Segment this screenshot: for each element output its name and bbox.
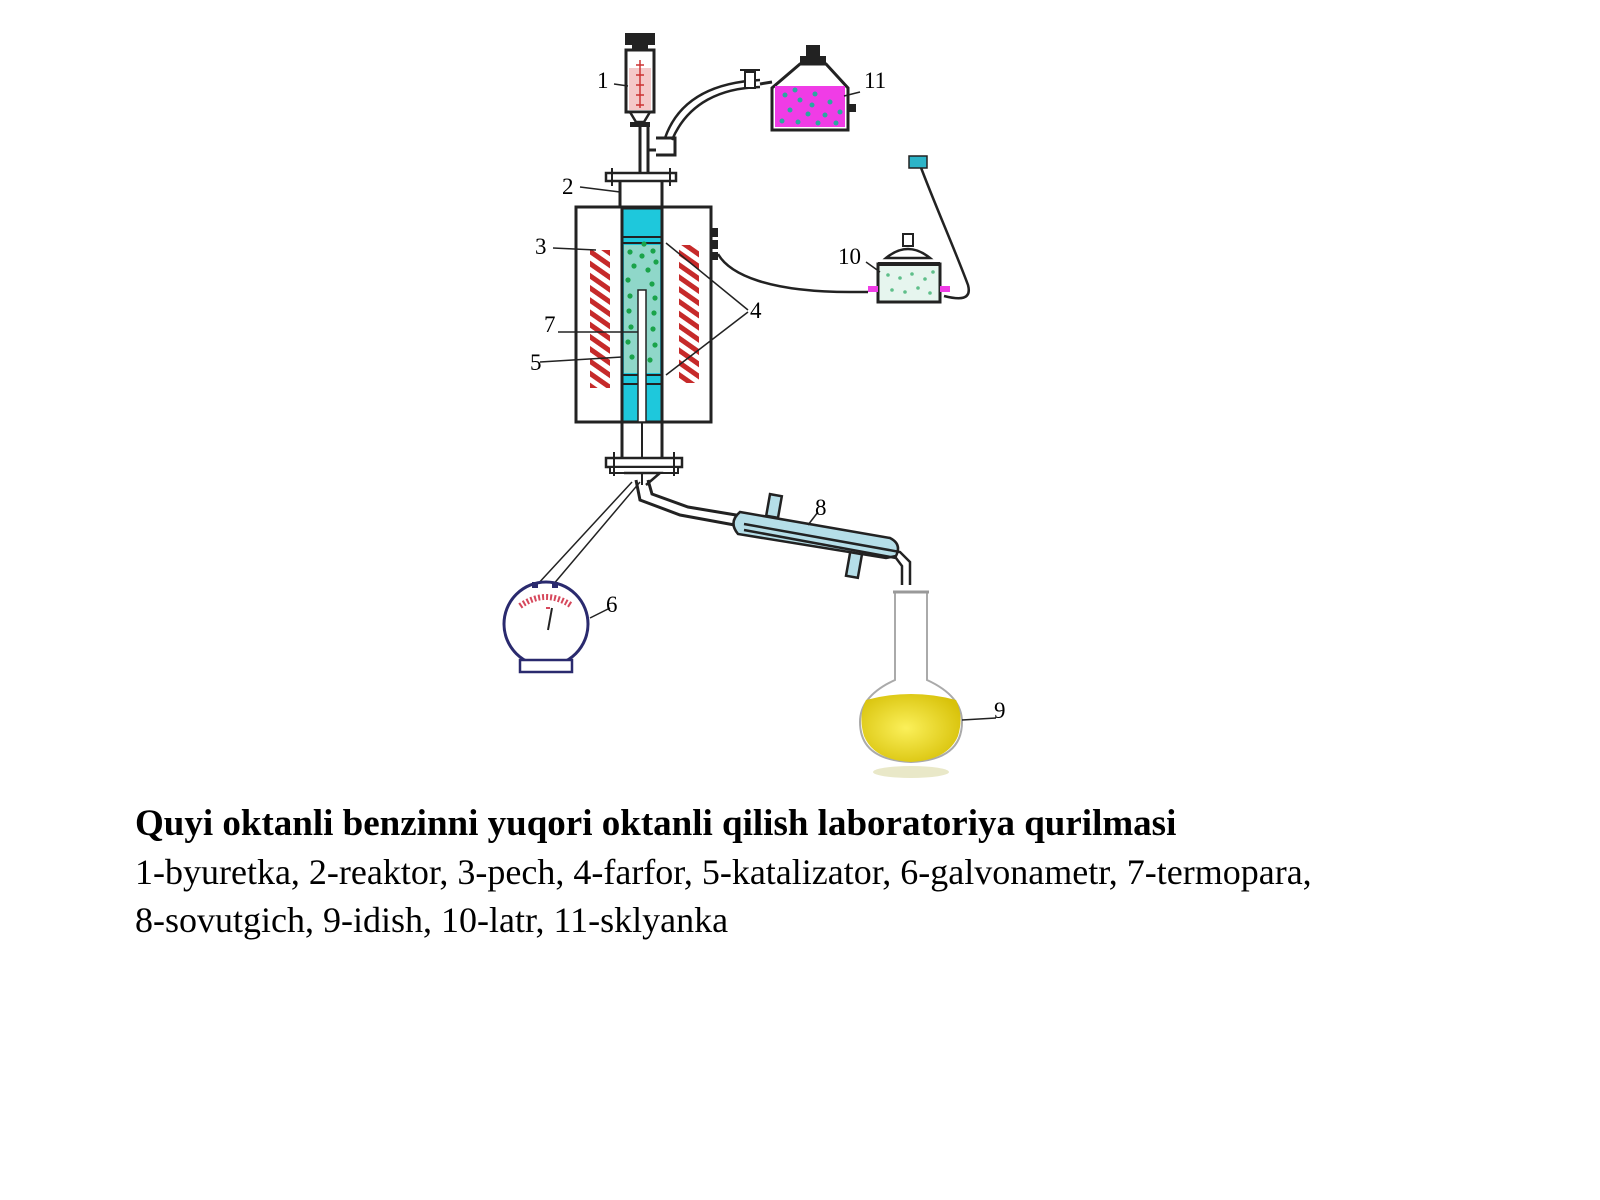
- sklyanka-bottle: [759, 45, 856, 132]
- reactor-bottom-flange: [604, 422, 684, 486]
- galvanometer: [502, 481, 641, 674]
- burette: [624, 33, 656, 172]
- leader-lines: [539, 83, 997, 721]
- label-1: 1: [597, 68, 609, 93]
- reactor-top-flange: [604, 168, 678, 208]
- legend-line-1: 1-byuretka, 2-reaktor, 3-pech, 4-farfor,…: [135, 852, 1312, 892]
- lab-apparatus-diagram: 1 2 3 4 5 6 7 8 9 10 11: [502, 33, 1006, 778]
- receiving-flask: [858, 590, 964, 778]
- label-11: 11: [864, 68, 886, 93]
- caption-title: Quyi oktanli benzinni yuqori oktanli qil…: [135, 803, 1177, 844]
- latr-transformer: [716, 155, 971, 304]
- outlet-tube: [634, 479, 743, 528]
- reactor-tube: [620, 206, 664, 485]
- label-7: 7: [544, 312, 556, 337]
- label-8: 8: [815, 495, 827, 520]
- label-4: 4: [750, 298, 762, 323]
- label-10: 10: [838, 244, 861, 269]
- legend-line-2: 8-sovutgich, 9-idish, 10-latr, 11-sklyan…: [135, 900, 729, 940]
- caption-legend: 1-byuretka, 2-reaktor, 3-pech, 4-farfor,…: [135, 848, 1515, 944]
- label-9: 9: [994, 698, 1006, 723]
- part-labels: 1 2 3 4 5 6 7 8 9 10 11: [530, 68, 1006, 723]
- feed-tube: [648, 69, 761, 157]
- label-5: 5: [530, 350, 542, 375]
- condenser: [732, 492, 912, 585]
- label-6: 6: [606, 592, 618, 617]
- label-2: 2: [562, 174, 574, 199]
- label-3: 3: [535, 234, 547, 259]
- figure-caption: Quyi oktanli benzinni yuqori oktanli qil…: [135, 800, 1515, 944]
